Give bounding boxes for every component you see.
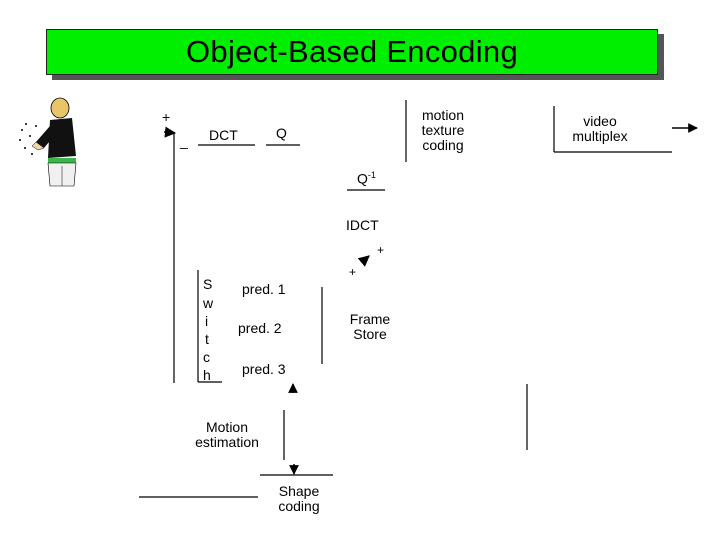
video-multiplex-label: video multiplex: [566, 114, 634, 144]
shape-coding-line-2: coding: [278, 498, 320, 514]
idct-label: IDCT: [346, 217, 379, 233]
motion-texture-coding-label: motion texture coding: [412, 108, 474, 153]
switch-letter-h: h: [203, 367, 211, 383]
shape-coding-label: Shape coding: [268, 484, 330, 514]
pred-2-label: pred. 2: [238, 320, 282, 336]
page-title: Object-Based Encoding: [46, 29, 658, 75]
plus-sign-adder-b: +: [349, 265, 357, 279]
mtc-line-2: texture: [421, 122, 465, 138]
frame-store-line-1: Frame: [349, 311, 391, 327]
shape-coding-line-1: Shape: [278, 483, 320, 499]
vmux-line-2: multiplex: [572, 128, 628, 144]
page-title-text: Object-Based Encoding: [186, 34, 518, 69]
switch-letter-t: t: [205, 331, 209, 347]
mtc-line-1: motion: [421, 107, 465, 123]
plus-sign-adder-a: +: [377, 243, 385, 257]
frame-store-line-2: Store: [353, 326, 387, 342]
motion-est-line-2: estimation: [195, 434, 259, 450]
dct-label: DCT: [209, 127, 238, 143]
vmux-line-1: video: [583, 113, 617, 129]
frame-store-label: Frame Store: [340, 312, 400, 342]
switch-letter-i: i: [205, 313, 209, 329]
motion-est-line-1: Motion: [205, 419, 249, 435]
plus-sign-top: +: [162, 109, 171, 125]
switch-letter-w: w: [203, 295, 214, 311]
q-inverse-text: Q: [357, 170, 368, 187]
switch-letter-c: c: [203, 349, 210, 365]
q-inverse-sup: -1: [367, 170, 376, 180]
presenter-figure-icon: [19, 97, 77, 187]
mtc-line-3: coding: [422, 137, 464, 153]
arrow-idct-adder: [357, 255, 370, 267]
pred-3-label: pred. 3: [242, 361, 286, 377]
arrow-into-adder: [163, 126, 177, 138]
switch-letter-s: S: [203, 276, 213, 292]
motion-estimation-label: Motion estimation: [187, 420, 267, 450]
q-inverse-label: Q-1: [357, 168, 376, 187]
minus-sign-top: _: [180, 133, 188, 149]
pred-1-label: pred. 1: [242, 281, 286, 297]
q-label: Q: [276, 125, 287, 141]
